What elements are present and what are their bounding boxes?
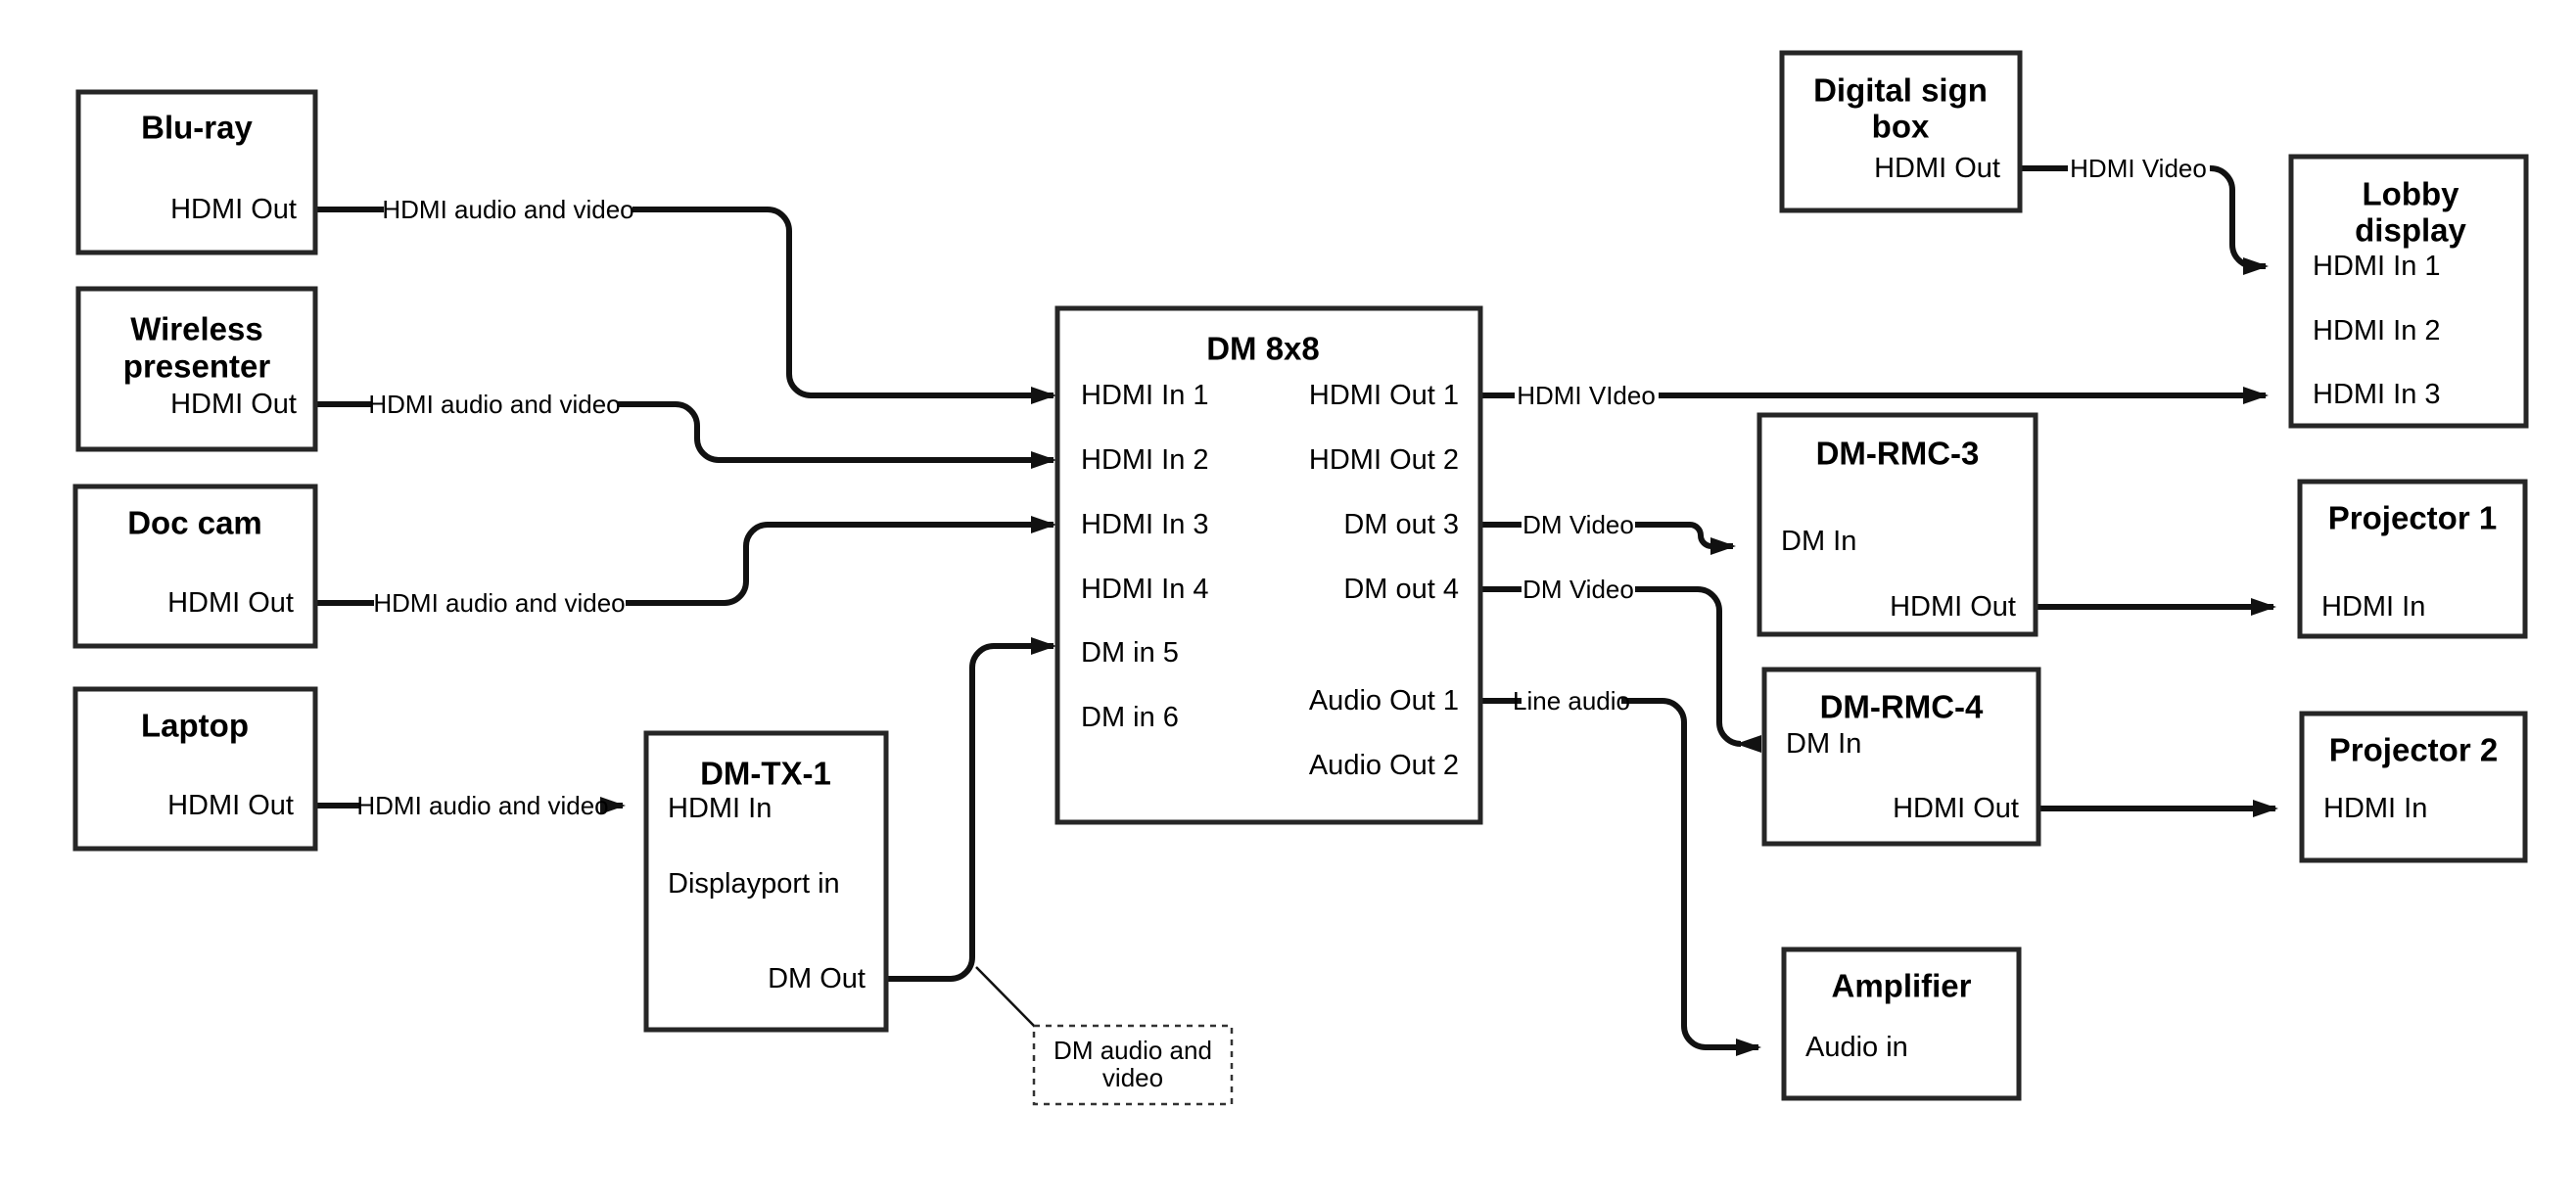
projector-2-box <box>2299 711 2528 863</box>
wire-wireless-to-dm8x8-in2 <box>618 401 1056 469</box>
dm-callout-line1: DM audio and <box>1054 1036 1212 1065</box>
rmc4-port-dm-in: DM In <box>1786 728 1861 760</box>
digital-sign-box <box>1779 50 2023 213</box>
callout-leader-line <box>975 966 1036 1028</box>
digital-sign-title-line2: box <box>1872 109 1930 145</box>
dm-callout-line2: video <box>1102 1063 1163 1092</box>
rmc3-port-dm-in: DM In <box>1781 526 1856 557</box>
dm8x8-port-dm-in-5: DM in 5 <box>1081 637 1179 669</box>
wireless-presenter-box <box>75 286 318 452</box>
bluray-title: Blu-ray <box>141 110 253 146</box>
wire-label-doccam: HDMI audio and video <box>373 588 625 618</box>
wire-dm8x8-out3-to-rmc3 <box>1635 522 1736 555</box>
laptop-box <box>72 686 318 852</box>
dm-tx-1-box <box>643 730 889 1033</box>
wireless-title-line2: presenter <box>123 348 271 385</box>
dm8x8-port-dm-out-4: DM out 4 <box>1343 574 1459 605</box>
dm8x8-port-hdmi-in-2: HDMI In 2 <box>1081 444 1209 476</box>
wire-label-bluray: HDMI audio and video <box>382 195 633 224</box>
rmc4-title: DM-RMC-4 <box>1820 689 1984 725</box>
dm8x8-port-hdmi-in-4: HDMI In 4 <box>1081 574 1209 605</box>
lobby-port-hdmi-in-2: HDMI In 2 <box>2313 315 2441 346</box>
proj1-title: Projector 1 <box>2328 500 2497 536</box>
projector-1-box <box>2297 479 2528 639</box>
amplifier-title: Amplifier <box>1831 968 1971 1004</box>
dm-8x8-box <box>1054 305 1483 825</box>
dm8x8-title: DM 8x8 <box>1206 331 1320 367</box>
laptop-port-hdmi-out: HDMI Out <box>167 790 294 821</box>
wire-label-hdmi-video-digital: HDMI Video <box>2070 154 2207 183</box>
dm-rmc-4-box <box>1761 667 2041 847</box>
proj1-port-hdmi-in: HDMI In <box>2321 591 2425 623</box>
wire-digital-to-lobby-in1 <box>2210 165 2269 275</box>
rmc3-port-hdmi-out: HDMI Out <box>1890 591 2016 623</box>
rmc3-title: DM-RMC-3 <box>1816 436 1980 472</box>
wire-label-dm-video-out3: DM Video <box>1522 510 1634 539</box>
wire-dm8x8-out4-to-rmc4 <box>1635 586 1761 753</box>
doc-cam-box <box>72 484 318 649</box>
lobby-title-line1: Lobby <box>2363 176 2460 212</box>
wire-dmtx1-to-dm8x8-in5 <box>886 637 1056 982</box>
doccam-port-hdmi-out: HDMI Out <box>167 587 294 619</box>
boxes <box>72 50 2529 1106</box>
lobby-display-box <box>2288 154 2529 429</box>
lobby-port-hdmi-in-3: HDMI In 3 <box>2313 379 2441 410</box>
dmtx1-port-hdmi-in: HDMI In <box>668 793 772 824</box>
dm8x8-port-hdmi-out-2: HDMI Out 2 <box>1309 444 1459 476</box>
wire-bluray-to-dm8x8-in1 <box>632 207 1056 404</box>
laptop-title: Laptop <box>141 708 249 744</box>
dm8x8-port-audio-out-2: Audio Out 2 <box>1309 750 1459 781</box>
doccam-title: Doc cam <box>127 505 262 541</box>
wire-label-wireless: HDMI audio and video <box>368 390 620 419</box>
wireless-title-line1: Wireless <box>130 311 262 347</box>
lobby-title-line2: display <box>2355 212 2466 249</box>
wire-label-dm-video-out4: DM Video <box>1522 575 1634 604</box>
dm8x8-port-hdmi-in-1: HDMI In 1 <box>1081 380 1209 411</box>
wire-labels: HDMI audio and video HDMI audio and vide… <box>356 154 2206 820</box>
lobby-port-hdmi-in-1: HDMI In 1 <box>2313 251 2441 282</box>
dm-rmc-3-box <box>1756 412 2038 637</box>
wire-doccam-to-dm8x8-in3 <box>626 516 1056 606</box>
bluray-box <box>75 89 318 255</box>
proj2-port-hdmi-in: HDMI In <box>2323 793 2427 824</box>
rmc4-port-hdmi-out: HDMI Out <box>1893 793 2019 824</box>
digital-sign-port-hdmi-out: HDMI Out <box>1874 153 2000 184</box>
amplifier-port-audio-in: Audio in <box>1805 1032 1908 1063</box>
dm-callout-box <box>1032 1024 1234 1106</box>
box-labels: Blu-ray HDMI Out Wireless presenter HDMI… <box>123 72 2498 1093</box>
dm8x8-port-audio-out-1: Audio Out 1 <box>1309 685 1459 716</box>
dmtx1-port-dm-out: DM Out <box>768 963 866 994</box>
wireless-port-hdmi-out: HDMI Out <box>170 389 297 420</box>
digital-sign-title-line1: Digital sign <box>1813 72 1988 109</box>
dm8x8-port-dm-in-6: DM in 6 <box>1081 702 1179 733</box>
dm8x8-port-dm-out-3: DM out 3 <box>1343 509 1459 540</box>
dm8x8-port-hdmi-in-3: HDMI In 3 <box>1081 509 1209 540</box>
wires <box>315 165 2278 1056</box>
amplifier-box <box>1781 947 2022 1101</box>
wire-label-laptop: HDMI audio and video <box>356 791 608 820</box>
dmtx1-port-displayport-in: Displayport in <box>668 868 840 900</box>
dm8x8-port-hdmi-out-1: HDMI Out 1 <box>1309 380 1459 411</box>
dmtx1-title: DM-TX-1 <box>700 756 831 792</box>
bluray-port-hdmi-out: HDMI Out <box>170 194 297 225</box>
proj2-title: Projector 2 <box>2329 732 2498 768</box>
wire-label-line-audio: Line audio <box>1513 686 1630 716</box>
wire-dm8x8-audio1-to-amplifier <box>1621 698 1761 1056</box>
wire-label-hdmi-video-out1: HDMI VIdeo <box>1517 381 1656 410</box>
